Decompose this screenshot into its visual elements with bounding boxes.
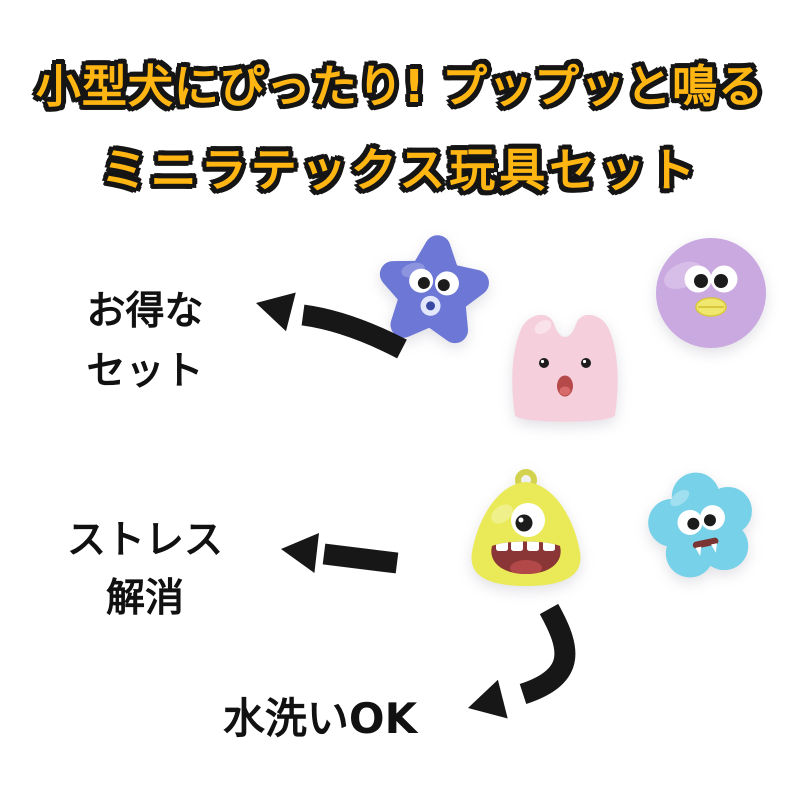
- star-mouth: [420, 295, 441, 316]
- rabbit-mouth: [557, 375, 573, 397]
- rabbit-eyes: [539, 358, 591, 368]
- blue-star-toy-image: [379, 235, 489, 344]
- ball-body: [656, 238, 766, 348]
- ball-eyes: [684, 265, 738, 293]
- callout-value-set-line-1: お得な: [86, 289, 204, 334]
- pink-rabbit-toy-image: [512, 314, 618, 422]
- purple-ball-toy-image: [656, 238, 766, 348]
- headline-line-1: 小型犬にぴったり! プップッと鳴る: [35, 60, 765, 113]
- callout-washable-text: 水洗いOK: [222, 694, 418, 743]
- callout-value-set: お得な セット: [53, 282, 237, 402]
- callout-washable: 水洗いOK: [190, 696, 450, 742]
- monster-eye: [511, 503, 545, 537]
- blue-flower-toy-image: [648, 472, 752, 578]
- ball-beak: [695, 297, 727, 317]
- rabbit-body: [512, 314, 618, 422]
- arrow-down-left-icon: [468, 603, 576, 719]
- yellow-monster-toy-image: [471, 469, 581, 586]
- star-eyes: [409, 268, 459, 296]
- flower-mouth: [692, 537, 719, 557]
- callout-stress-relief-line-2: 解消: [105, 576, 184, 621]
- flower-eyes: [677, 505, 725, 535]
- callout-value-set-line-2: セット: [86, 349, 204, 394]
- callout-stress-relief-line-1: ストレス: [66, 518, 223, 563]
- headline-line-2: ミニラテックス玩具セット: [100, 143, 700, 197]
- star-body: [379, 235, 489, 344]
- arrow-left-icon: [281, 533, 399, 574]
- callout-stress-relief: ストレス 解消: [46, 512, 244, 628]
